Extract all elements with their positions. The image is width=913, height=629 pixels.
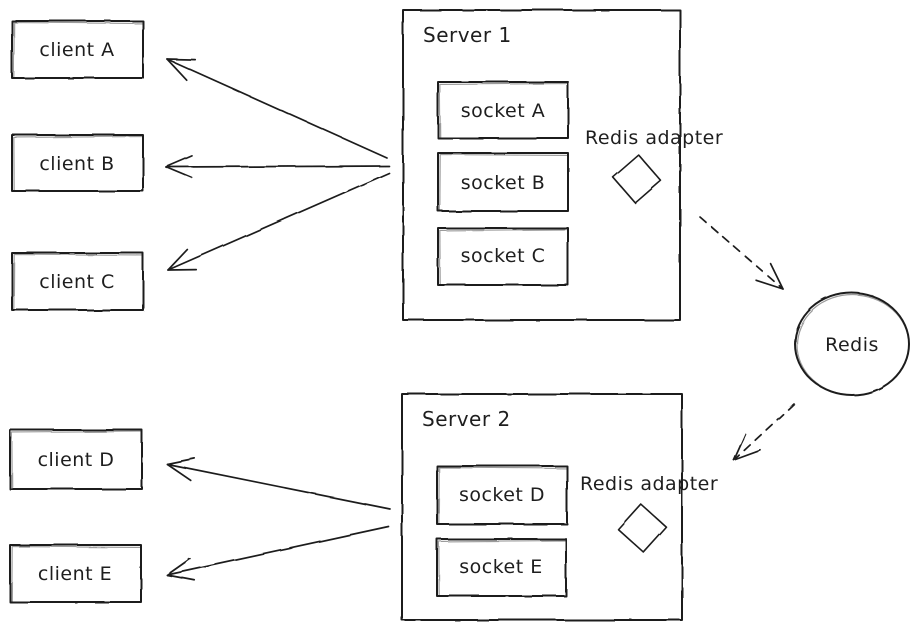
arrow-server1-to-client-b [165,155,390,179]
redis-node [794,292,910,396]
socket-d-node [436,465,568,526]
server-1-title: Server 1 [423,23,512,47]
redis-adapter-2-label: Redis adapter [580,473,718,495]
socket-b-node [437,152,569,213]
client-e-label: client E [38,563,112,585]
arrow-server1-to-client-c [167,172,390,271]
redis-adapter-1-label: Redis adapter [585,127,723,149]
client-a-node [11,20,144,80]
socket-c-node [437,227,569,287]
socket-e-node [436,538,567,598]
socket-a-node [437,81,569,140]
redis-adapter-1-icon [612,154,662,204]
dashed-arrow-redis-to-adapter2 [733,403,795,461]
socket-c-label: socket C [461,245,546,267]
client-d-label: client D [38,449,115,471]
client-b-label: client B [39,153,114,175]
arrow-server2-to-client-e [166,526,390,582]
client-d-node [9,429,143,491]
socket-e-label: socket E [459,556,542,578]
client-a-label: client A [39,39,114,61]
client-c-label: client C [39,271,115,293]
server-2-title: Server 2 [422,407,511,431]
redis-label: Redis [825,334,879,356]
arrow-server1-to-client-a [166,58,388,159]
socket-d-label: socket D [459,484,545,506]
client-c-node [11,252,144,312]
dashed-arrow-adapter1-to-redis [699,216,784,290]
socket-b-label: socket B [461,172,546,194]
redis-adapter-2-icon [617,503,667,553]
arrow-server2-to-client-d [166,457,391,510]
socket-a-label: socket A [461,100,545,122]
client-e-node [9,544,142,604]
server-2-box [401,393,683,621]
server-1-box [402,9,681,321]
client-b-node [11,134,144,193]
